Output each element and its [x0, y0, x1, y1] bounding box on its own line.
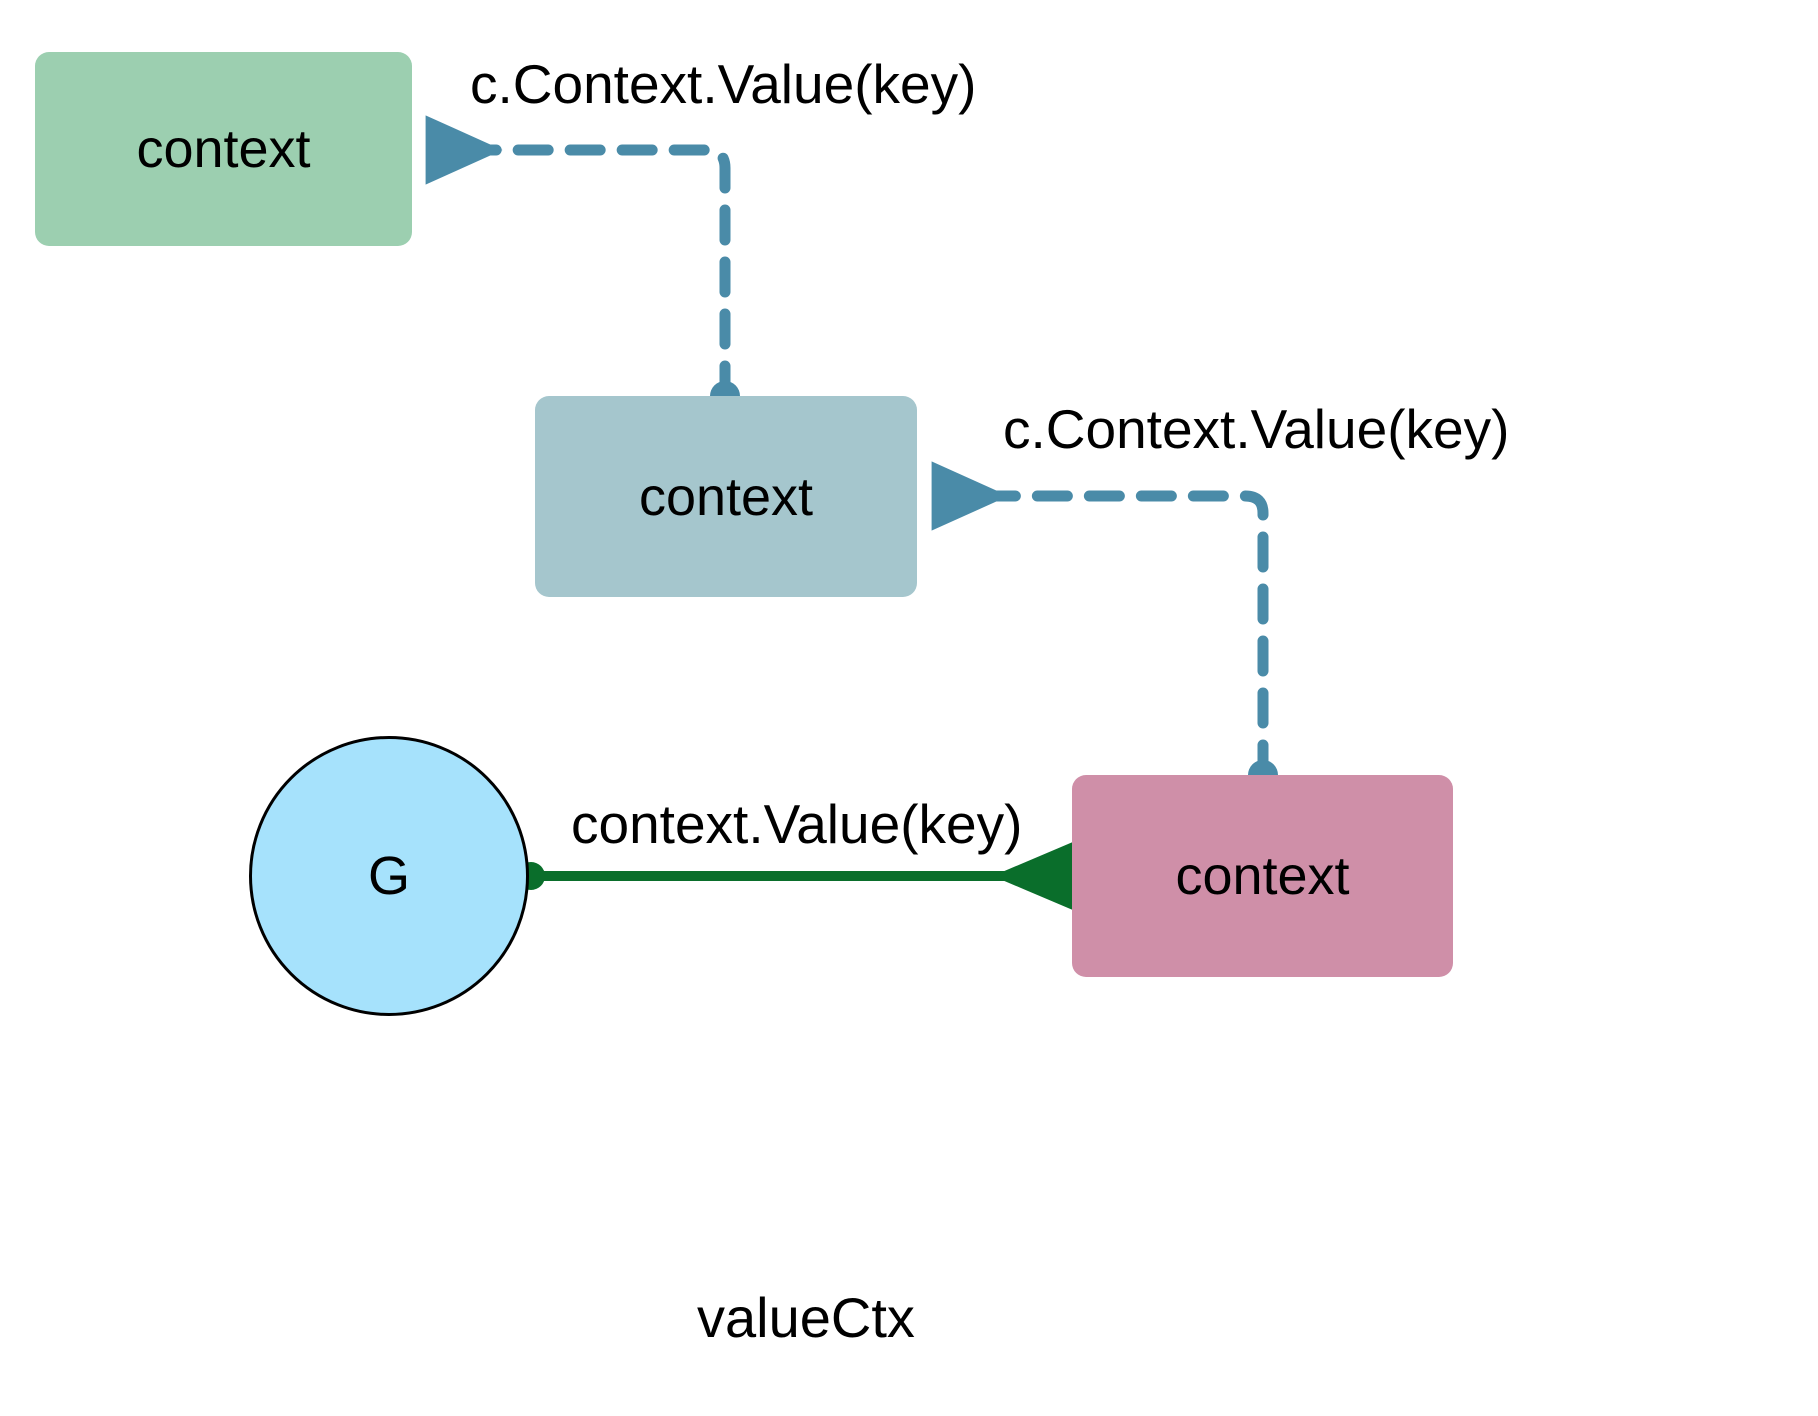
edge-label-pink-to-teal: c.Context.Value(key) [1003, 398, 1510, 460]
edge-label-g-to-pink: context.Value(key) [571, 793, 1023, 855]
node-label: context [638, 466, 814, 527]
node-label: context [136, 119, 311, 179]
edge-label-teal-to-green: c.Context.Value(key) [470, 53, 977, 115]
dashed-path-1 [425, 115, 731, 402]
node-context-teal[interactable]: context [535, 396, 917, 597]
node-label: context [1175, 846, 1350, 906]
node-context-green[interactable]: context [35, 52, 412, 246]
diagram-caption: valueCtx [697, 1286, 915, 1349]
edge-pink-to-teal [931, 461, 1278, 790]
node-goroutine-circle[interactable]: G [249, 736, 529, 1016]
node-label: G [367, 846, 410, 906]
edge-teal-to-green [425, 115, 740, 411]
dashed-path-2 [931, 461, 1269, 781]
node-context-pink[interactable]: context [1072, 775, 1453, 977]
edge-g-to-pink [517, 842, 1073, 910]
